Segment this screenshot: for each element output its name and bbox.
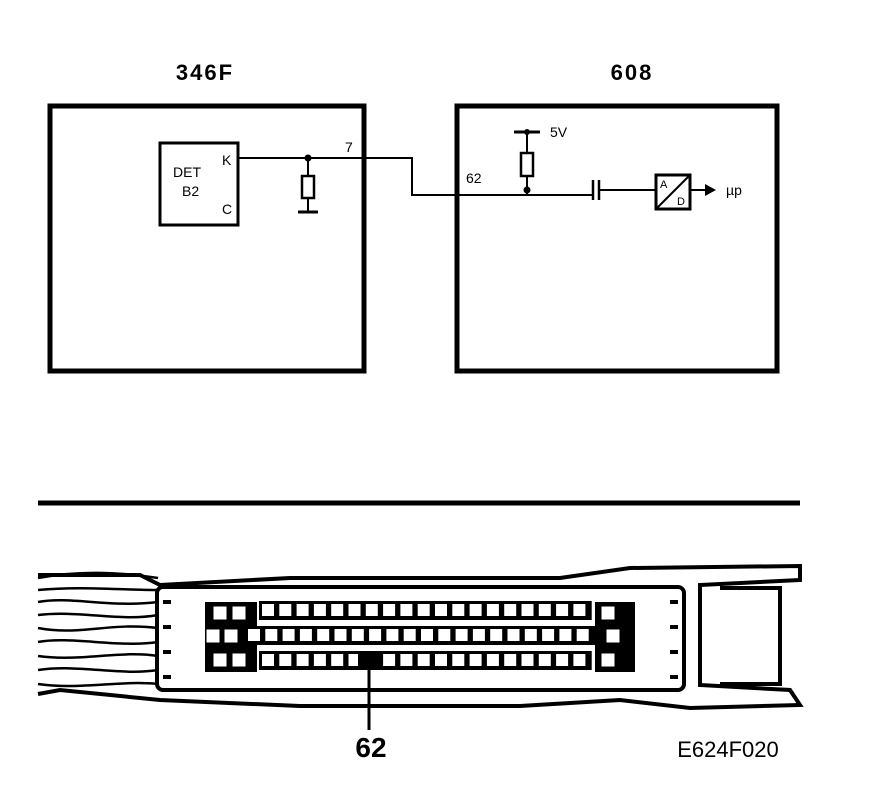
resistor-608 bbox=[519, 151, 535, 178]
adc-label-a: A bbox=[660, 179, 668, 191]
pin-cavity bbox=[507, 629, 520, 641]
pin-cavity bbox=[421, 629, 433, 641]
pin-cavity bbox=[400, 604, 413, 616]
pin-cavity bbox=[559, 629, 572, 641]
wire-pin-7: 7 bbox=[345, 139, 353, 155]
pin-cavity bbox=[438, 629, 451, 641]
pin-cavity bbox=[248, 629, 260, 641]
pin-cavity bbox=[296, 604, 309, 616]
sensor-block bbox=[158, 141, 240, 227]
module-608-title: 608 bbox=[611, 60, 654, 85]
pin-cavity bbox=[452, 604, 465, 616]
adc-label-d: D bbox=[677, 196, 685, 208]
pin-cavity bbox=[262, 654, 274, 666]
pin-cavity bbox=[386, 629, 399, 641]
pin-cavity bbox=[524, 629, 537, 641]
pin-cavity bbox=[490, 629, 503, 641]
pin-cavity bbox=[331, 654, 344, 666]
wire-pin-62: 62 bbox=[466, 170, 482, 186]
connector-pin-rows bbox=[245, 601, 595, 670]
pin-cavity bbox=[573, 654, 586, 666]
pin-cavity bbox=[400, 654, 413, 666]
pin-cavity bbox=[313, 604, 326, 616]
sensor-pin-k: K bbox=[222, 152, 232, 168]
supply-node bbox=[524, 129, 530, 135]
connector-key-cells bbox=[205, 605, 621, 668]
pin-cavity bbox=[504, 604, 517, 616]
pin-cavity bbox=[279, 654, 292, 666]
pin-cavity bbox=[556, 654, 569, 666]
pin-cavity bbox=[265, 629, 278, 641]
sensor-label-line1: DET bbox=[173, 164, 201, 180]
pin-cavity bbox=[573, 604, 586, 616]
output-label: µp bbox=[726, 182, 742, 198]
pin-cavity bbox=[417, 604, 430, 616]
pin-cavity bbox=[576, 629, 589, 641]
junction-608 bbox=[523, 186, 531, 194]
pin-cavity bbox=[313, 654, 326, 666]
signal-wire bbox=[238, 157, 592, 196]
pin-cavity bbox=[348, 604, 361, 616]
module-346f-title: 346F bbox=[176, 60, 234, 85]
connector-side-ribs bbox=[163, 600, 678, 679]
output-arrow-icon bbox=[705, 184, 716, 196]
pin-cavity bbox=[455, 629, 468, 641]
pin-cavity bbox=[334, 629, 347, 641]
pin-cavity bbox=[538, 604, 551, 616]
pin-cavity bbox=[331, 604, 344, 616]
sensor-pin-c: C bbox=[222, 201, 232, 217]
pin-62-callout: 62 bbox=[355, 732, 386, 763]
pin-cavity bbox=[348, 654, 361, 666]
pin-cavity bbox=[403, 629, 416, 641]
pin-cavity bbox=[452, 654, 465, 666]
pin-cavity bbox=[504, 654, 517, 666]
pin-cavity bbox=[472, 629, 485, 641]
drawing-reference: E624F020 bbox=[677, 737, 779, 762]
pin-cavity bbox=[417, 654, 430, 666]
junction-346f bbox=[304, 154, 312, 162]
pin-cavity bbox=[435, 604, 447, 616]
pin-cavity bbox=[486, 654, 499, 666]
pin-cavity bbox=[279, 604, 292, 616]
pin-cavity bbox=[365, 604, 378, 616]
pin-cavity bbox=[351, 629, 364, 641]
pin-cavity bbox=[262, 604, 274, 616]
resistor-346f bbox=[300, 174, 316, 200]
pin-cavity bbox=[556, 604, 569, 616]
supply-label: 5V bbox=[550, 124, 568, 140]
pin-cavity bbox=[486, 604, 499, 616]
module-346f-box bbox=[47, 103, 367, 374]
pin-cavity bbox=[538, 654, 551, 666]
connector-outline bbox=[37, 563, 804, 711]
pin-cavity bbox=[521, 604, 534, 616]
harness-wires bbox=[37, 571, 159, 688]
sensor-label-line2: B2 bbox=[182, 183, 199, 199]
pin-cavity bbox=[369, 629, 382, 641]
pin-cavity bbox=[299, 629, 312, 641]
pin-cavity bbox=[383, 654, 396, 666]
pin-cavity bbox=[383, 604, 396, 616]
pin-cavity bbox=[282, 629, 295, 641]
adc-converter-icon bbox=[654, 173, 692, 211]
connector-latch bbox=[720, 586, 782, 686]
pin-cavity bbox=[542, 629, 555, 641]
pin-cavity bbox=[296, 654, 309, 666]
pin-cavity bbox=[469, 604, 482, 616]
pin-cavity bbox=[435, 654, 447, 666]
pin-cavity bbox=[317, 629, 330, 641]
connector-drawing bbox=[37, 563, 804, 711]
module-608-box bbox=[454, 103, 780, 374]
pin-cavity bbox=[469, 654, 482, 666]
pin-cavity bbox=[521, 654, 534, 666]
